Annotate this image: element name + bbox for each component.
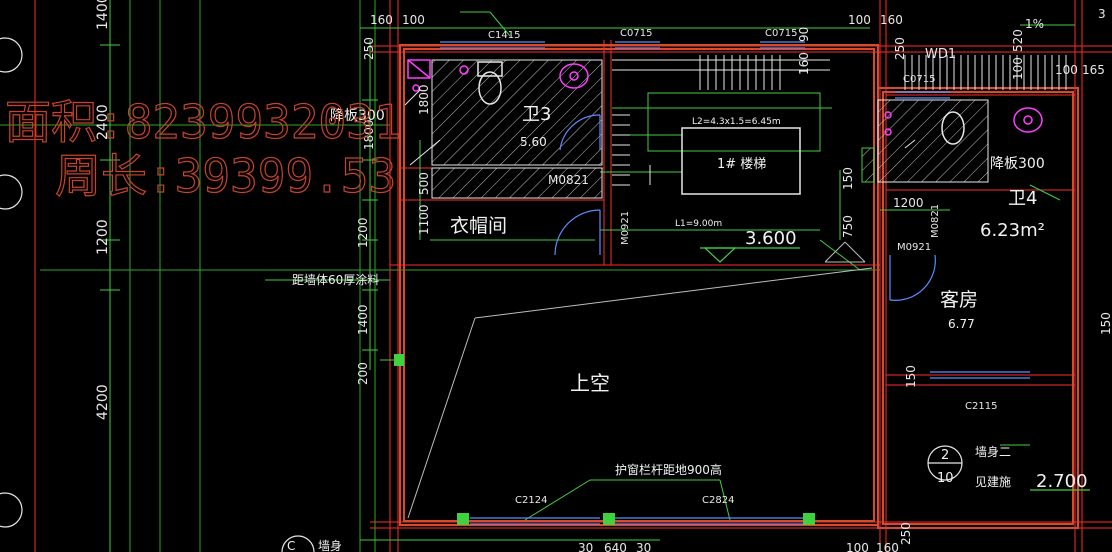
left-inner-dimension-labels: 250 1800 1800 500 1100 1200 1400 200 [356, 37, 431, 385]
dim-inner-4: 500 [417, 172, 431, 195]
left-dimension-labels: 1400 2400 1200 4200 [95, 0, 111, 420]
tag-c2124: C2124 [515, 495, 547, 506]
bottom-dimension-labels: 30 640 30 100 160 150 [578, 365, 918, 552]
dim-inner-2: 1800 [417, 84, 431, 115]
note-wall-paint: 距墙体60厚涂料 [292, 272, 379, 287]
dim-left-4: 4200 [95, 384, 111, 420]
axis-bubbles [0, 37, 963, 552]
dim-1200: 1200 [893, 196, 924, 210]
dim-250: 250 [899, 522, 913, 545]
level-2700: 2.700 [1036, 471, 1088, 492]
note-see-arch: 见建施 [975, 475, 1011, 489]
tag-m0821-b: M0821 [930, 204, 941, 238]
dim-150: 150 [841, 167, 855, 190]
dim-top-13: 3 [1098, 7, 1106, 21]
tag-c2824: C2824 [702, 495, 734, 506]
dim-bottom-3: 30 [636, 541, 651, 552]
drop-300-b: 降板300 [990, 156, 1045, 172]
windows [440, 41, 1030, 525]
fixtures [407, 59, 1043, 145]
dim-top-2: 100 [402, 13, 425, 27]
dim-750: 750 [841, 215, 855, 238]
room-stair: 1# 楼梯 [717, 157, 766, 172]
dim-150b: 150 [1099, 312, 1112, 335]
dim-top-5: 160 [797, 52, 811, 75]
dim-top-6: 90 [797, 27, 811, 42]
tag-m0821: M0821 [548, 173, 589, 187]
tag-c0715-c: C0715 [903, 74, 935, 85]
walls [399, 44, 1079, 529]
dim-bottom-2: 640 [604, 541, 627, 552]
top-dimension-labels: 160 100 100 160 160 90 250 100 520 100 1… [370, 7, 1106, 80]
column-markers [394, 147, 875, 525]
note-bottom-c: C [287, 539, 295, 552]
tag-m0921: M0921 [620, 211, 631, 245]
dim-top-7: 250 [893, 37, 907, 60]
dim-inner-3: 1800 [362, 119, 376, 150]
dim-top-9: 520 [1011, 29, 1025, 52]
dim-top-12: 1% [1025, 17, 1044, 31]
dim-left-3: 1200 [95, 219, 111, 255]
tag-c1415: C1415 [488, 30, 520, 41]
dim-bottom-5: 160 [876, 541, 899, 552]
tag-c0715-b: C0715 [765, 28, 797, 39]
arrows [404, 89, 916, 185]
stair-l1: L1=9.00m [675, 219, 722, 229]
note-labels: 距墙体60厚涂料 护窗栏杆距地900高 墙身二 见建施 墙身 C 2 10 [287, 272, 1011, 552]
room-void: 上空 [570, 371, 610, 395]
overlay-perimeter: 周长:39399.53 [55, 149, 396, 203]
dim-top-10: 100 [1055, 63, 1078, 77]
note-wall-bottom: 墙身 [318, 538, 342, 552]
room-guest: 客房 [940, 289, 978, 311]
dim-inner-8: 200 [356, 362, 370, 385]
dim-bottom-6: 150 [904, 365, 918, 388]
tag-c0715-a: C0715 [620, 28, 652, 39]
hatch-areas [431, 59, 989, 199]
dim-top-8: 100 [1011, 57, 1025, 80]
note-wall-body: 墙身二 [975, 444, 1011, 459]
drop-300-a: 降板300 [330, 108, 385, 124]
dim-top-4: 160 [880, 13, 903, 27]
measurement-overlay: 面积:8239932031 周长:39399.53 [4, 94, 402, 203]
overlay-area: 面积:8239932031 [5, 95, 402, 149]
dim-top-1: 160 [370, 13, 393, 27]
room-labels: 卫3 5.60 衣帽间 1# 楼梯 L2=4.3x1.5=6.45m L1=9.… [330, 104, 1088, 492]
inner-dimension-labels: 1200 750 150 150 250 [841, 167, 1112, 545]
dim-left-1: 1400 [95, 0, 111, 30]
dim-inner-1: 250 [362, 37, 376, 60]
detail-number-bottom: 10 [937, 471, 954, 486]
room-wc3-area: 5.60 [520, 135, 547, 149]
room-cloak: 衣帽间 [450, 215, 507, 237]
room-wc4: 卫4 [1008, 188, 1037, 209]
void-lines [407, 241, 873, 519]
level-markers [700, 247, 1090, 491]
level-3600: 3.600 [745, 228, 797, 249]
dim-inner-6: 1200 [356, 217, 370, 248]
room-wc3: 卫3 [522, 104, 551, 125]
tag-wd1: WD1 [925, 47, 956, 62]
tag-m0921-b: M0921 [897, 242, 931, 253]
tag-c2115: C2115 [965, 401, 997, 412]
door-swings [554, 114, 936, 301]
dim-top-11: 165 [1082, 63, 1105, 77]
dim-bottom-4: 100 [846, 541, 869, 552]
stair-treads [612, 55, 1067, 195]
dim-left-2: 2400 [95, 104, 111, 140]
stair-note: L2=4.3x1.5=6.45m [692, 117, 781, 127]
axis-grid-lines [0, 0, 880, 552]
dim-inner-7: 1400 [356, 304, 370, 335]
note-rail: 护窗栏杆距地900高 [615, 462, 722, 477]
room-wc4-area: 6.23m² [980, 220, 1045, 241]
dim-top-3: 100 [848, 13, 871, 27]
dim-inner-5: 1100 [417, 204, 431, 235]
room-guest-area: 6.77 [948, 317, 975, 331]
dim-bottom-1: 30 [578, 541, 593, 552]
detail-number-top: 2 [941, 448, 949, 463]
opening-labels: C1415 C0715 C0715 WD1 C0715 M0821 M0921 … [488, 28, 997, 506]
dimension-lines [100, 0, 1075, 552]
